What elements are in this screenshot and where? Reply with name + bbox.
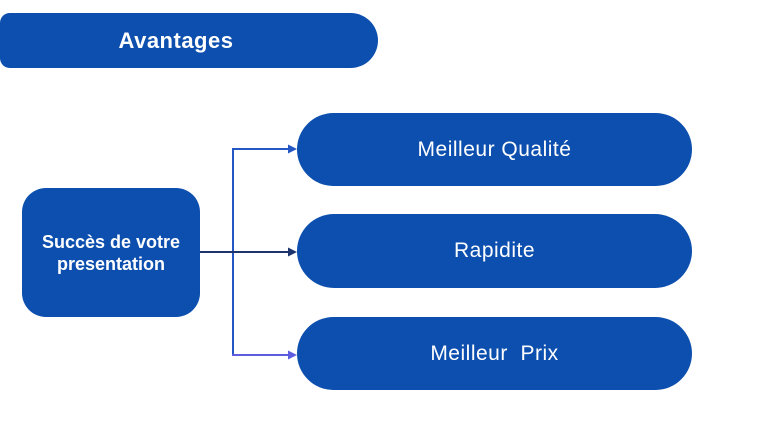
branch-pill-rapidite: Rapidite [297,214,692,288]
title-label: Avantages [118,27,234,53]
title-banner: Avantages [0,13,378,68]
branch-pill-label: Meilleur Prix [430,341,559,365]
arrowhead-middle-icon [288,247,297,257]
connector-top-elbow [232,148,289,355]
arrowhead-bottom-icon [288,350,297,360]
root-box: Succès de votre presentation [22,188,200,317]
branch-pill-prix: Meilleur Prix [297,317,692,390]
branch-pill-label: Rapidite [453,239,536,262]
arrowhead-top-icon [288,144,297,154]
root-box-label: Succès de votre presentation [41,231,181,274]
branch-pill-qualite: Meilleur Qualité [297,113,692,186]
branch-pill-label: Meilleur Qualité [417,137,572,161]
